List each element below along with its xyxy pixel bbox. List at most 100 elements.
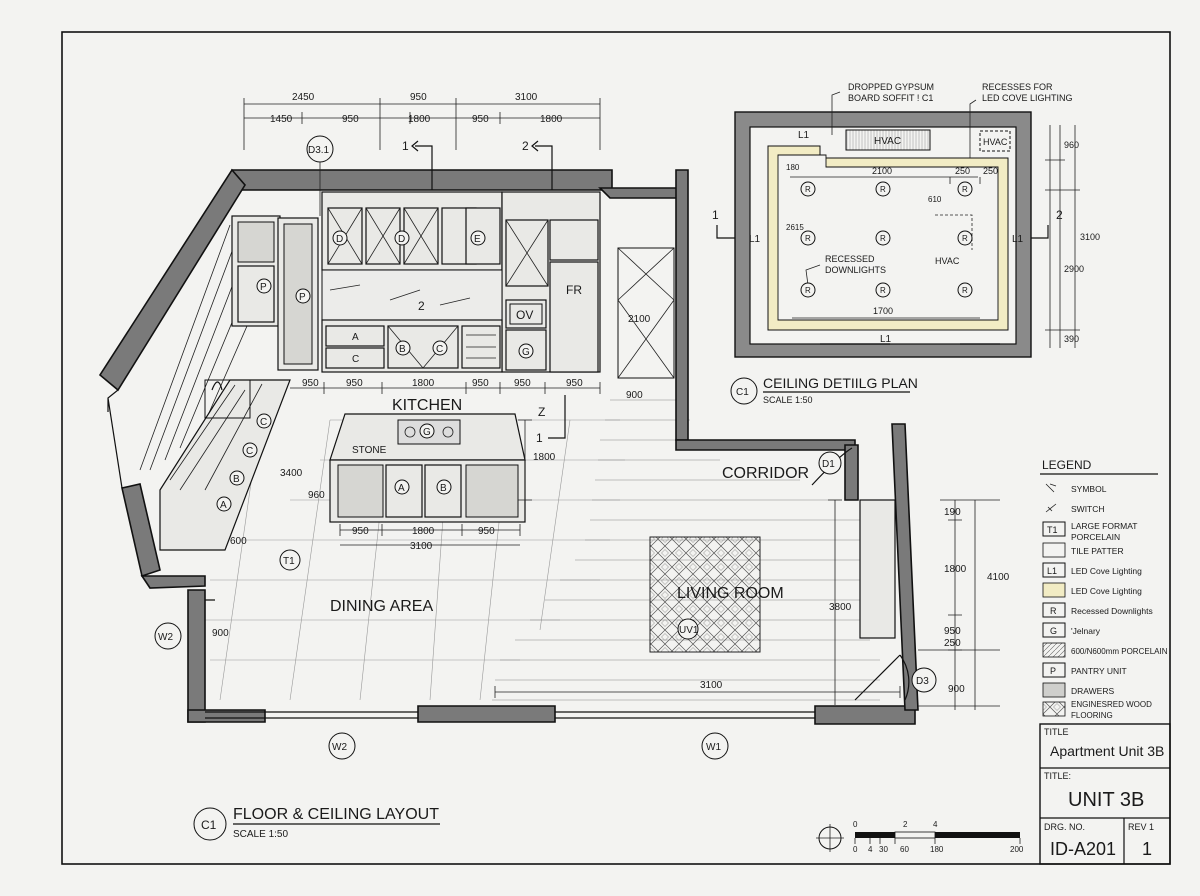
label-w1: W1 [706,742,721,753]
downlight-r8: R [880,286,886,295]
cab-upper-d1: D [336,234,343,245]
cab-left-c: C [260,417,267,428]
legend-switch: SWITCH [1071,504,1105,514]
corner-dim: 600 [230,536,247,547]
floor-ref: C1 [201,818,217,832]
label-counter-2: 2 [418,299,425,313]
ceiling-dim-960: 960 [1064,140,1079,150]
scale-bot-4: 4 [868,845,873,854]
wood-swatch [1042,701,1066,717]
downlight-r5: R [880,234,886,243]
cab-base-c2: C [436,344,443,355]
island-total: 3100 [410,541,433,552]
ceiling-l1-right: L1 [1012,234,1024,245]
top-dim-950c: 950 [472,114,489,125]
section-label-zb: Z [538,405,545,419]
ceiling-hvac-grille [845,129,931,151]
wall-south-b [417,705,556,723]
ceiling-dim-1700: 1700 [873,306,893,316]
ceiling-note1-l2: BOARD SOFFIT ! C1 [848,93,933,103]
floor-plan-scale: SCALE 1:50 [233,829,288,840]
ceiling-dim-390: 390 [1064,334,1079,344]
revision-number: 1 [1142,839,1152,859]
symbol-icon [1045,483,1057,493]
cab-pantry-2: P [299,292,306,303]
tag-w1 [701,732,729,760]
wall-north [231,169,613,191]
cab-pantry-1: P [260,282,267,293]
room-living: LIVING ROOM [677,585,784,602]
wall-corridor-west [675,169,689,441]
downlight-r6: R [962,234,968,243]
wall-northwest-diagonal [98,168,246,392]
scale-bot-180: 180 [930,845,944,854]
ceiling-section-label-1: 1 [712,208,719,222]
living-width-dim: 3100 [700,680,723,691]
ceiling-dim-2100: 2100 [872,166,892,176]
scale-bot-200: 200 [1010,845,1024,854]
ceiling-leader-3 [805,264,821,286]
wall-south-c [814,705,916,725]
left-run-dim: 3400 [280,468,303,479]
downlight-r4: R [805,234,811,243]
section-arrow-1b [548,395,566,439]
label-d3: D3 [916,676,929,687]
label-d1: D1 [822,459,835,470]
label-ov: OV [516,308,533,322]
tag-uv1 [677,618,699,640]
legend-tile: TILE PATTER [1071,546,1124,556]
living-bench [859,499,896,639]
ceiling-plan [716,91,1080,358]
run-dim-4: 950 [472,378,489,389]
room-dining: DINING AREA [330,598,433,615]
top-dim-1450: 1450 [270,114,293,125]
ceiling-dim-250a: 250 [955,166,970,176]
area-rug [649,536,761,653]
ceiling-hvac-label: HVAC [874,136,901,147]
switch-icon [1045,503,1057,513]
section-label-1b: 1 [536,431,543,445]
run-dim-3: 1800 [412,378,435,389]
legend-symbol: SYMBOL [1071,484,1107,494]
island-dim-3: 950 [478,526,495,537]
title-block [1039,723,1171,865]
cabinet-letter-tags [216,230,534,512]
tag-w2 [154,622,182,650]
wall-east-step [844,444,859,501]
label-stone: STONE [352,445,387,456]
legend-wood-l1: ENGINESRED WOOD [1071,700,1152,709]
room-corridor: CORRIDOR [722,465,809,482]
cab-base-a: A [352,332,359,343]
wall-west-lower [140,575,206,589]
ceiling-dim-2615: 2615 [786,223,804,232]
ceiling-dim-610: 610 [928,195,942,204]
door-d3-swing [854,654,910,701]
tag-w2b [328,732,356,760]
right-dim-4100: 4100 [987,572,1010,583]
scale-bar [816,824,1021,852]
run-dim-2: 950 [346,378,363,389]
right-dim-1800: 1800 [944,564,967,575]
porcelain-swatch [1042,642,1066,658]
sheet-title: UNIT 3B [1068,789,1144,811]
run-dim-5: 950 [514,378,531,389]
right-dim-190: 190 [944,507,961,518]
right-dim-250: 250 [944,638,961,649]
room-kitchen: KITCHEN [392,397,462,414]
right-dim-950: 950 [944,626,961,637]
ceiling-ref-c1 [730,377,758,405]
legend-key-g: G [1050,626,1057,636]
wall-corridor-north [598,187,686,199]
top-dim-950: 950 [410,92,427,103]
door-sill-dim: 900 [626,390,643,401]
legend-jelnary: 'Jelnary [1071,626,1101,636]
legend-key-r: R [1050,606,1057,616]
ceiling-l1-top: L1 [798,130,810,141]
wall-east [891,423,919,711]
downlight-r9: R [962,286,968,295]
legend-key-l1: L1 [1047,566,1057,576]
legend-downlights: Recessed Downlights [1071,606,1153,616]
ceiling-downlights [800,181,973,298]
run-dim-1: 950 [302,378,319,389]
